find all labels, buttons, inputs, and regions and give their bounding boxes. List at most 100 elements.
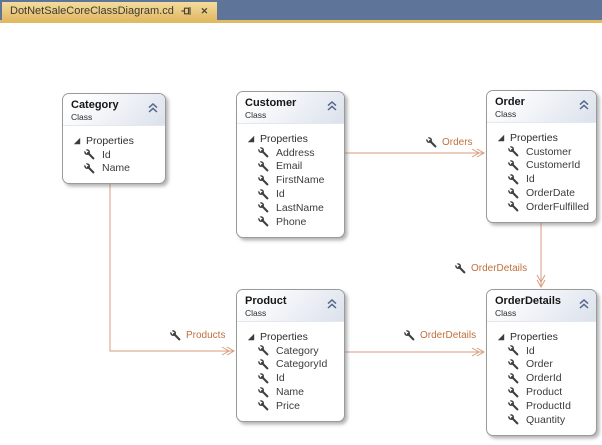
wrench-icon: [508, 358, 519, 370]
association-arrowhead[interactable]: [226, 346, 236, 356]
property-row[interactable]: Customer: [493, 145, 592, 159]
collapse-chevron-icon[interactable]: [579, 97, 589, 110]
class-header[interactable]: Category Class: [63, 94, 165, 126]
collapse-chevron-icon[interactable]: [327, 296, 337, 309]
class-name: Customer: [245, 97, 297, 109]
property-name: LastName: [276, 201, 324, 214]
property-row[interactable]: Id: [493, 172, 592, 186]
property-name: Order: [526, 358, 553, 371]
association-arrowhead[interactable]: [536, 274, 546, 284]
property-row[interactable]: Address: [243, 146, 340, 160]
association-label-orderdetails[interactable]: OrderDetails: [455, 263, 527, 274]
wrench-icon: [508, 372, 519, 384]
association-label-products[interactable]: Products: [170, 330, 225, 341]
property-row[interactable]: Name: [243, 385, 340, 399]
tab-title: DotNetSaleCoreClassDiagram.cd: [10, 5, 174, 17]
association-arrowhead[interactable]: [471, 148, 481, 158]
properties-section-label: Properties: [510, 131, 558, 144]
wrench-icon: [258, 188, 269, 200]
class-box-customer[interactable]: Customer Class Properties Address: [236, 91, 345, 238]
close-icon[interactable]: ✕: [200, 6, 209, 16]
collapse-chevron-icon[interactable]: [148, 100, 158, 113]
properties-section-row[interactable]: Properties: [243, 132, 340, 146]
wrench-icon: [258, 372, 269, 384]
association-label-text: Products: [186, 330, 226, 341]
class-box-product[interactable]: Product Class Properties Category: [236, 289, 345, 422]
expander-icon[interactable]: [247, 333, 255, 341]
properties-section-row[interactable]: Properties: [493, 330, 592, 344]
class-box-order[interactable]: Order Class Properties Customer: [486, 90, 597, 223]
class-header[interactable]: Order Class: [487, 91, 596, 123]
property-name: OrderDate: [526, 187, 576, 200]
expander-icon[interactable]: [497, 333, 505, 341]
wrench-icon: [258, 400, 269, 411]
wrench-icon: [508, 201, 519, 212]
property-row[interactable]: Email: [243, 160, 340, 174]
expander-icon[interactable]: [497, 134, 505, 142]
property-row[interactable]: Quantity: [493, 413, 592, 427]
association-label-orders[interactable]: Orders: [426, 137, 473, 148]
property-row[interactable]: Id: [493, 344, 592, 358]
properties-section-row[interactable]: Properties: [493, 131, 592, 145]
property-row[interactable]: Price: [243, 399, 340, 413]
property-row[interactable]: OrderDate: [493, 186, 592, 200]
property-row[interactable]: CustomerId: [493, 159, 592, 173]
collapse-chevron-icon[interactable]: [579, 296, 589, 309]
wrench-icon: [258, 202, 269, 213]
property-row[interactable]: CategoryId: [243, 358, 340, 372]
property-row[interactable]: ProductId: [493, 399, 592, 413]
wrench-icon: [508, 400, 519, 411]
association-label-orderdetails[interactable]: OrderDetails: [404, 330, 476, 341]
property-row[interactable]: Product: [493, 385, 592, 399]
association-line-products[interactable]: [109, 181, 234, 352]
expander-icon[interactable]: [73, 137, 81, 145]
class-box-orderdetails[interactable]: OrderDetails Class Properties Id: [486, 289, 597, 436]
properties-section-label: Properties: [510, 330, 558, 343]
property-row[interactable]: Order: [493, 358, 592, 372]
property-row[interactable]: FirstName: [243, 173, 340, 187]
property-row[interactable]: Id: [243, 371, 340, 385]
property-name: Category: [276, 344, 319, 357]
wrench-icon: [258, 160, 269, 172]
association-arrowhead[interactable]: [476, 347, 486, 357]
property-row[interactable]: Phone: [243, 215, 340, 229]
collapse-chevron-icon[interactable]: [327, 98, 337, 111]
property-row[interactable]: Id: [243, 187, 340, 201]
wrench-icon: [508, 159, 519, 171]
association-arrowhead[interactable]: [221, 346, 231, 356]
document-tab[interactable]: DotNetSaleCoreClassDiagram.cd ✕: [2, 2, 217, 20]
property-name: Address: [276, 146, 315, 159]
wrench-icon: [258, 174, 269, 186]
wrench-icon: [258, 358, 269, 370]
class-header[interactable]: Product Class: [237, 290, 344, 322]
property-row[interactable]: LastName: [243, 201, 340, 215]
property-name: Id: [102, 148, 111, 161]
property-row[interactable]: Category: [243, 344, 340, 358]
wrench-icon: [508, 345, 519, 356]
property-row[interactable]: Id: [69, 148, 161, 162]
pin-icon[interactable]: [181, 5, 192, 17]
class-stereotype: Class: [71, 112, 93, 122]
class-header[interactable]: OrderDetails Class: [487, 290, 596, 322]
wrench-icon: [258, 386, 269, 398]
properties-section-row[interactable]: Properties: [243, 330, 340, 344]
class-body: Properties Category CategoryId Id Name P…: [237, 322, 344, 421]
class-body: Properties Customer CustomerId Id OrderD…: [487, 123, 596, 222]
class-header[interactable]: Customer Class: [237, 92, 344, 124]
property-row[interactable]: OrderFulfilled: [493, 200, 592, 214]
properties-section-row[interactable]: Properties: [69, 134, 161, 148]
property-row[interactable]: OrderId: [493, 371, 592, 385]
wrench-icon: [170, 330, 181, 341]
property-name: Id: [276, 188, 285, 201]
class-box-category[interactable]: Category Class Properties Id Nam: [62, 93, 166, 185]
class-name: Category: [71, 99, 119, 111]
association-arrowhead[interactable]: [476, 148, 486, 158]
association-arrowhead[interactable]: [536, 279, 546, 289]
association-arrowhead[interactable]: [471, 347, 481, 357]
class-stereotype: Class: [495, 308, 517, 318]
property-name: CustomerId: [526, 159, 581, 172]
property-row[interactable]: Name: [69, 162, 161, 176]
expander-icon[interactable]: [247, 135, 255, 143]
